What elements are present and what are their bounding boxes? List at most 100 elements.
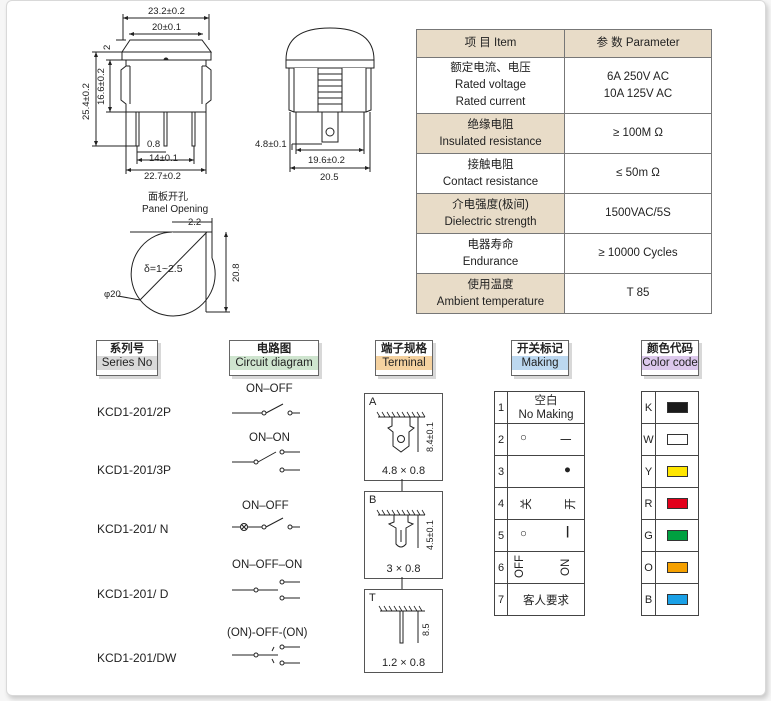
spec-item-en: Contact resistance [442, 175, 539, 188]
marking-text-cn: 空白 [534, 394, 558, 407]
terminal-size: 3 × 0.8 [386, 563, 421, 575]
marking-row: 6 OFF ON [494, 551, 585, 584]
series-model: KCD1-201/2P [97, 405, 172, 419]
color-row: R [641, 487, 699, 520]
terminal-box: A 4.8 × 0.8 [364, 393, 443, 481]
marking-on-symbol: | [566, 526, 570, 538]
marking-off-symbol: OFF [514, 555, 526, 578]
dim-body-width: 22.7±0.2 [144, 171, 181, 182]
spec-item-cn: 额定电流、电压 [450, 62, 531, 74]
dim-width-rocker: 20±0.1 [152, 22, 181, 33]
marking-number: 4 [494, 487, 508, 520]
panel-diameter: φ20 [104, 289, 121, 300]
panel-flat-dim: 2.2 [188, 217, 202, 228]
spec-item-en: Dielectric strength [444, 215, 537, 228]
dim-side-total: 20.5 [320, 172, 339, 183]
spec-row: 接触电阻 Contact resistance ≤ 50m Ω [416, 153, 712, 194]
panel-title-cn: 面板开孔 [148, 192, 188, 203]
terminal-label: B [369, 494, 377, 506]
color-row: W [641, 423, 699, 456]
spec-table: 项 目 Item 参 数 Parameter 额定电流、电压 Rated vol… [416, 29, 712, 314]
color-code: R [641, 487, 656, 520]
spec-row: 绝缘电阻 Insulated resistance ≥ 100M Ω [416, 113, 712, 154]
spec-item-cn: 使用温度 [467, 278, 514, 291]
spec-item-en: Rated current [455, 96, 526, 108]
dim-pin-width: 0.8 [147, 139, 161, 150]
spec-value: ≥ 100M Ω [564, 113, 712, 154]
marking-text-cn: 客人要求 [507, 583, 585, 616]
color-code: G [641, 519, 656, 552]
color-swatch-green [666, 530, 688, 542]
marking-row: 4 关 开 [494, 487, 585, 520]
color-code: B [641, 583, 656, 616]
terminal-label: T [369, 592, 376, 604]
spec-item-en: Insulated resistance [439, 135, 542, 148]
marking-number: 7 [494, 583, 508, 616]
spec-item-en: Ambient temperature [436, 295, 545, 308]
terminal-size: 4.8 × 0.8 [381, 465, 426, 477]
color-swatch-red [666, 498, 688, 510]
color-code: W [641, 423, 656, 456]
color-code: O [641, 551, 656, 584]
terminal-size: 1.2 × 0.8 [381, 657, 426, 669]
color-row: O [641, 551, 699, 584]
marking-number: 3 [494, 455, 508, 488]
panel-thickness: δ=1~2.5 [144, 263, 183, 275]
dim-side-pin: 4.8±0.1 [255, 139, 287, 150]
spec-row: 使用温度 Ambient temperature T 85 [416, 273, 712, 314]
color-swatch-orange [666, 562, 688, 574]
circuit-label: ON–OFF [242, 500, 289, 512]
marking-text-en: No Making [518, 408, 574, 421]
spec-header-param: 参 数 Parameter [564, 29, 712, 58]
terminal-dim: 4.5±0.1 [425, 520, 435, 550]
color-code-table: K W Y R G O B [641, 391, 699, 616]
marking-off-symbol: 关 [520, 498, 533, 510]
marking-on-symbol: ON [560, 558, 572, 576]
spec-value: T 85 [564, 273, 712, 314]
color-swatch-black [666, 402, 688, 414]
color-code: K [641, 391, 656, 424]
terminal-label: A [369, 396, 377, 408]
series-model: KCD1-201/ D [97, 587, 169, 601]
circuit-label: ON–OFF–ON [232, 559, 303, 571]
dim-pin-pitch: 14±0.1 [149, 153, 178, 164]
spec-item-cn: 介电强度(极间) [452, 198, 529, 211]
marking-off-symbol: ○ [520, 528, 527, 540]
spec-item-cn: 电器寿命 [467, 238, 514, 251]
marking-row: 1 空白 No Making [494, 391, 585, 424]
marking-off-symbol: ○ [520, 432, 527, 444]
circuit-label: ON–ON [249, 432, 290, 444]
marking-row: 3 ● [494, 455, 585, 488]
marking-on-symbol: 开 [564, 498, 577, 510]
spec-item-cn: 接触电阻 [467, 158, 514, 171]
color-code: Y [641, 455, 656, 488]
spec-value: 6A 250V AC [606, 70, 670, 83]
series-model: KCD1-201/ N [97, 522, 169, 536]
color-swatch-yellow [666, 466, 688, 478]
spec-value: ≤ 50m Ω [564, 153, 712, 194]
marking-row: 5 ○ | [494, 519, 585, 552]
marking-number: 6 [494, 551, 508, 584]
spec-value: 10A 125V AC [603, 87, 673, 100]
terminal-box: B 3 × 0.8 [364, 491, 443, 579]
spec-row: 介电强度(极间) Dielectric strength 1500VAC/5S [416, 193, 712, 234]
spec-value: 1500VAC/5S [564, 193, 712, 234]
circuit-label: ON–OFF [246, 383, 293, 395]
terminal-dim: 8.5 [421, 623, 431, 636]
dim-width-top: 23.2±0.2 [148, 6, 185, 17]
color-row: K [641, 391, 699, 424]
spec-item-cn: 绝缘电阻 [467, 118, 514, 131]
color-swatch-white [666, 434, 688, 446]
marking-number: 2 [494, 423, 508, 456]
marking-on-symbol: 一 [560, 435, 572, 447]
color-row: B [641, 583, 699, 616]
